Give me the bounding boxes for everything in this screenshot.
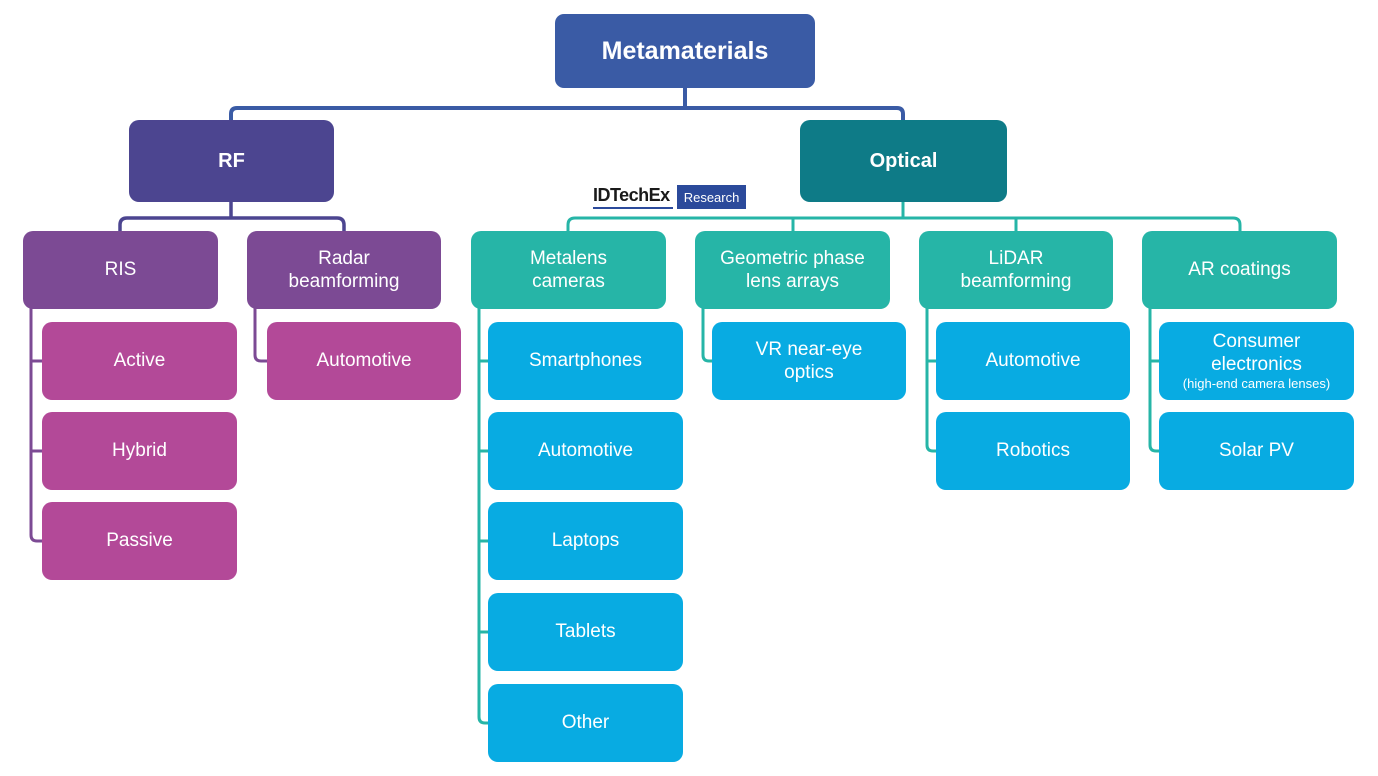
node-label: Solar PV: [1219, 440, 1294, 462]
node-label: Hybrid: [112, 440, 167, 462]
connector-ris-children: [29, 308, 43, 543]
node-metalens-cameras: Metalens cameras: [471, 231, 666, 309]
node-label: Automotive: [316, 350, 412, 372]
idtechex-research-badge: Research: [676, 185, 747, 209]
node-label: Laptops: [551, 530, 620, 552]
node-optical: Optical: [800, 120, 1007, 202]
node-label: Optical: [869, 149, 938, 172]
node-active: Active: [42, 322, 237, 400]
node-lidar-beamforming: LiDAR beamforming: [919, 231, 1113, 309]
node-laptops: Laptops: [488, 502, 683, 580]
node-radar-beamforming: Radar beamforming: [247, 231, 441, 309]
connector-metalens-children: [477, 308, 489, 725]
node-solar-pv: Solar PV: [1159, 412, 1354, 490]
idtechex-logo: IDTechEx Research: [593, 185, 747, 209]
node-label: Active: [113, 350, 166, 372]
node-label: Consumer electronics: [1211, 330, 1302, 376]
node-smartphones: Smartphones: [488, 322, 683, 400]
node-label: Robotics: [996, 440, 1070, 462]
node-robotics: Robotics: [936, 412, 1130, 490]
node-label: Other: [561, 712, 610, 734]
node-label: Tablets: [555, 621, 616, 643]
node-tablets: Tablets: [488, 593, 683, 671]
node-consumer-electronics: Consumer electronics (high-end camera le…: [1159, 322, 1354, 400]
connector-geometric-children: [701, 308, 713, 363]
node-other: Other: [488, 684, 683, 762]
node-passive: Passive: [42, 502, 237, 580]
node-radar-automotive: Automotive: [267, 322, 461, 400]
node-label: VR near-eye optics: [755, 338, 863, 383]
node-label: RIS: [104, 259, 137, 281]
node-label: Smartphones: [528, 350, 642, 372]
connector-optical-children: [566, 202, 1242, 232]
node-rf: RF: [129, 120, 334, 202]
node-ris: RIS: [23, 231, 218, 309]
node-geometric-phase-lens-arrays: Geometric phase lens arrays: [695, 231, 890, 309]
node-label: Passive: [106, 530, 173, 552]
node-label: AR coatings: [1188, 259, 1291, 281]
connector-radar-children: [253, 308, 268, 363]
node-label: LiDAR beamforming: [960, 247, 1072, 292]
node-label: Metamaterials: [601, 36, 769, 65]
node-metamaterials: Metamaterials: [555, 14, 815, 88]
connector-ar-children: [1148, 308, 1160, 453]
node-lidar-automotive: Automotive: [936, 322, 1130, 400]
connector-rf-children: [118, 202, 346, 232]
node-label: Automotive: [985, 350, 1081, 372]
node-label: Geometric phase lens arrays: [720, 247, 865, 292]
node-hybrid: Hybrid: [42, 412, 237, 490]
node-metalens-automotive: Automotive: [488, 412, 683, 490]
node-sublabel: (high-end camera lenses): [1182, 376, 1331, 392]
node-ar-coatings: AR coatings: [1142, 231, 1337, 309]
node-label: Radar beamforming: [288, 247, 400, 292]
connector-lidar-children: [925, 308, 937, 453]
idtechex-wordmark: IDTechEx: [593, 185, 673, 209]
node-label: Metalens cameras: [529, 247, 608, 292]
node-label: Automotive: [537, 440, 634, 462]
node-vr-near-eye-optics: VR near-eye optics: [712, 322, 906, 400]
connector-root-children: [229, 88, 905, 121]
node-label: RF: [218, 149, 245, 172]
